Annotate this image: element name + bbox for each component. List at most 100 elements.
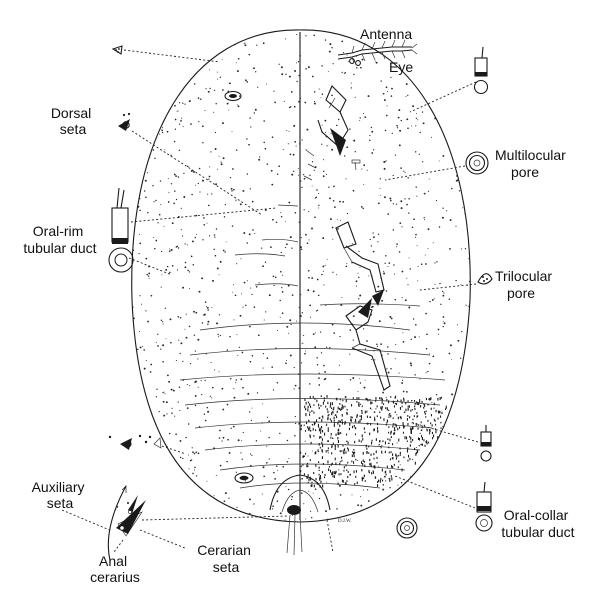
stipple-dot [359, 378, 361, 380]
stipple-dot [340, 219, 341, 221]
stipple-dot [164, 149, 166, 151]
stipple-dot [193, 61, 196, 64]
stipple-dot [470, 178, 471, 180]
stipple-dot [418, 444, 421, 447]
stipple-dot [179, 352, 181, 355]
stipple-dot [250, 287, 252, 289]
stipple-dot [195, 311, 198, 314]
duct-mark [347, 447, 349, 450]
stipple-dot [368, 42, 371, 45]
stipple-dot [236, 263, 238, 265]
duct-mark [439, 397, 441, 401]
duct-mark [308, 428, 310, 431]
duct-mark [327, 401, 329, 405]
stipple-dot [132, 66, 135, 69]
stipple-dot [238, 346, 240, 349]
stipple-dot [314, 197, 317, 199]
stipple-dot [324, 264, 326, 266]
stipple-dot [421, 51, 424, 54]
stipple-dot [237, 57, 240, 60]
duct-mark [393, 432, 395, 435]
duct-mark [373, 457, 375, 460]
duct-mark [356, 415, 358, 419]
stipple-dot [441, 32, 444, 34]
stipple-dot [184, 261, 187, 264]
stipple-dot [469, 330, 471, 332]
stipple-dot [133, 419, 135, 421]
stipple-dot [248, 143, 250, 146]
stipple-dot [289, 153, 292, 156]
stipple-dot [261, 493, 263, 495]
stipple-dot [180, 342, 183, 345]
duct-mark [348, 427, 350, 431]
stipple-dot [423, 217, 425, 219]
stipple-dot [455, 225, 457, 227]
stipple-dot [213, 111, 215, 113]
stipple-dot [355, 285, 357, 287]
stipple-dot [282, 465, 285, 468]
duct-mark [418, 437, 420, 441]
duct-mark [355, 475, 357, 478]
stipple-dot [378, 320, 381, 323]
duct-mark [445, 405, 447, 409]
duct-mark [419, 400, 421, 403]
stipple-dot [235, 149, 238, 151]
stipple-dot [369, 416, 372, 419]
duct-mark [306, 464, 308, 468]
duct-mark [390, 432, 392, 435]
duct-mark [346, 412, 348, 416]
duct-mark [379, 411, 381, 414]
stipple-dot [392, 423, 395, 425]
duct-mark [302, 455, 304, 458]
stipple-dot [434, 298, 436, 300]
stipple-dot [441, 216, 444, 219]
stipple-dot [184, 484, 186, 487]
duct-mark [307, 408, 309, 412]
duct-mark [324, 476, 326, 479]
dorsal-seta-icon [118, 112, 131, 131]
duct-mark [309, 396, 311, 399]
duct-mark [339, 424, 341, 427]
duct-mark [358, 402, 360, 405]
stipple-dot [332, 271, 334, 273]
duct-mark [353, 454, 355, 458]
stipple-dot [193, 469, 196, 471]
oral-collar-duct-icon-lower [480, 425, 492, 462]
stipple-dot [197, 50, 199, 52]
stipple-dot [290, 498, 293, 501]
stipple-dot [376, 343, 378, 346]
stipple-dot [293, 124, 296, 127]
stipple-dot [470, 34, 471, 35]
duct-mark [381, 407, 383, 411]
stipple-dot [312, 333, 315, 335]
stipple-dot [189, 29, 190, 31]
stipple-dot [151, 107, 154, 109]
stipple-dot [416, 446, 418, 448]
stipple-dot [401, 297, 403, 299]
stipple-dot [305, 233, 307, 236]
duct-mark [428, 398, 430, 400]
duct-mark [324, 432, 326, 436]
stipple-dot [402, 332, 404, 334]
stipple-dot [229, 176, 232, 179]
stipple-dot [157, 333, 159, 335]
stipple-dot [391, 87, 393, 90]
stipple-dot [461, 330, 463, 333]
stipple-dot [160, 65, 163, 68]
stipple-dot [415, 125, 417, 127]
stipple-dot [222, 89, 224, 91]
stipple-dot [385, 480, 387, 482]
stipple-dot [321, 124, 323, 126]
stipple-dot [214, 131, 217, 134]
duct-mark [407, 405, 409, 408]
stipple-dot [194, 350, 196, 352]
duct-mark [327, 447, 329, 450]
stipple-dot [181, 55, 183, 57]
stipple-dot [280, 215, 283, 218]
duct-mark [333, 424, 335, 427]
duct-mark [335, 470, 337, 473]
stipple-dot [184, 266, 187, 269]
stipple-dot [400, 200, 403, 203]
duct-mark [300, 465, 302, 468]
stipple-dot [294, 70, 297, 72]
